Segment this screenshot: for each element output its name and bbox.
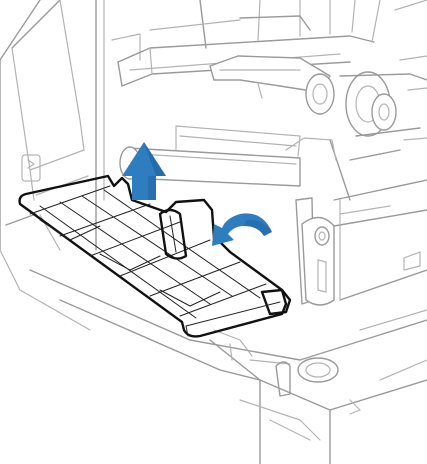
right-side-plate — [295, 179, 427, 306]
rotate-arrow — [212, 213, 272, 246]
printhead-arm — [209, 55, 331, 99]
up-arrow — [122, 142, 166, 200]
printer-housing — [0, 0, 141, 331]
media-guide-part — [18, 174, 292, 338]
ribbon-spindle — [305, 0, 427, 201]
printer-base — [29, 269, 427, 464]
